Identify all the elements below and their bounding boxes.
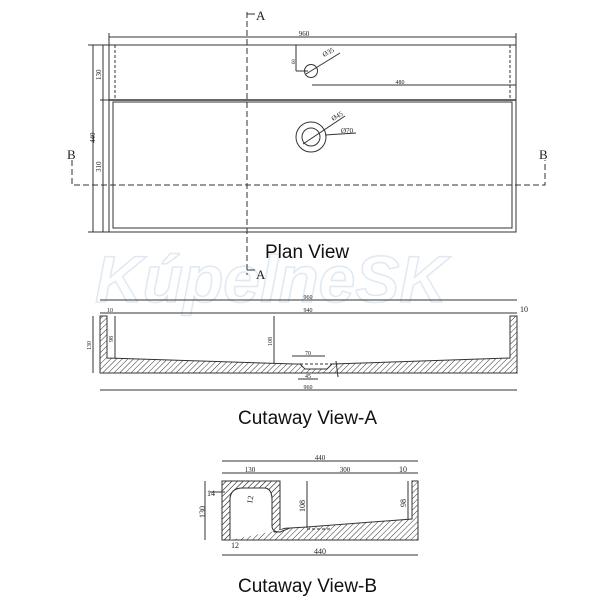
dim-14: 14 <box>207 489 215 498</box>
basin-inner <box>112 101 513 229</box>
dim-60: 60 <box>292 59 297 65</box>
cutaway-b-labels: 440 130 300 10 130 14 12 108 98 12 440 C… <box>198 454 408 597</box>
plan-view-title: Plan View <box>265 242 349 263</box>
plan-outline <box>108 44 517 233</box>
cutaway-a-title: Cutaway View-A <box>238 408 377 429</box>
section-label-a-bottom: A <box>256 267 266 282</box>
cutaway-b <box>204 460 419 556</box>
dim-108-b: 108 <box>298 500 307 512</box>
cutaway-a-section <box>99 315 518 374</box>
dim-drain-outer: Ø70 <box>341 127 354 135</box>
dim-45: 45 <box>305 374 311 380</box>
dim-98: 98 <box>109 336 115 342</box>
section-label-b-left: B <box>67 147 76 162</box>
dim-wall-right: 10 <box>520 305 528 314</box>
plan-view <box>71 12 546 275</box>
section-label-b-right: B <box>539 147 548 162</box>
dim-130: 130 <box>95 69 103 80</box>
cutaway-a <box>92 299 518 391</box>
dim-12-radius: 12 <box>245 495 255 504</box>
dim-130-height: 130 <box>198 506 207 518</box>
dim-960: 960 <box>299 30 310 38</box>
dim-440: 440 <box>89 132 97 143</box>
dim-960-top: 960 <box>304 295 313 301</box>
dim-12-base: 12 <box>231 541 239 550</box>
cutaway-a-labels: 960 940 10 10 130 98 108 70 45 960 Cutaw… <box>87 295 528 429</box>
dim-98-b: 98 <box>399 499 408 507</box>
dim-300: 300 <box>340 466 351 474</box>
dim-960-bottom: 960 <box>304 385 313 391</box>
dim-10: 10 <box>399 465 407 474</box>
drain-inner <box>301 127 321 147</box>
drain-outer <box>295 121 327 153</box>
dim-height: 130 <box>87 341 93 350</box>
dim-108: 108 <box>268 337 274 346</box>
dim-440-bottom: 440 <box>314 547 326 556</box>
dim-440-top: 440 <box>315 454 326 462</box>
section-line-b <box>71 160 546 186</box>
dim-940: 940 <box>304 308 313 314</box>
dim-480: 480 <box>396 80 405 86</box>
cutaway-b-title: Cutaway View-B <box>238 576 377 597</box>
dim-130-deck: 130 <box>245 466 256 474</box>
section-label-a-top: A <box>256 8 266 23</box>
dim-70: 70 <box>305 351 311 357</box>
watermark: KúpelneSK <box>95 242 451 316</box>
dim-310: 310 <box>95 161 103 172</box>
dim-wall-left: 10 <box>107 308 113 314</box>
plan-view-labels: A A B B 960 480 Ø35 Ø45 Ø70 440 130 310 … <box>67 8 548 282</box>
